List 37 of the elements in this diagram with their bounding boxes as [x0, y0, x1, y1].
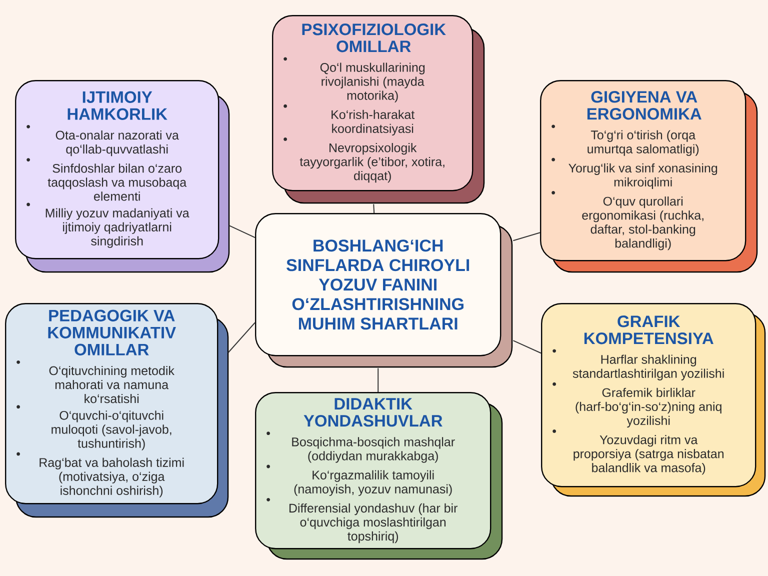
list-item: Qo‘l muskullarining rivojlanishi (mayda motorika) [320, 62, 425, 102]
connector-line [512, 232, 540, 242]
connector-line [512, 340, 542, 354]
list-item: Milliy yozuv madaniyati va ijtimoiy qadriyatlarni singdirish [46, 208, 190, 248]
list-item: Grafemik birliklar (harf-bo‘g‘in-so‘z)ning aniq yozilishi [576, 388, 722, 428]
card [15, 80, 230, 273]
list-item: Nevropsixologik tayyorgarlik (e’tibor, xotira, diqqat) [300, 143, 444, 183]
list-item: Harflar shaklining standartlashtirilgan yozilishi [572, 354, 724, 380]
connector-line [373, 204, 375, 214]
heading: GIGIYENA VA ERGONOMIKA [587, 91, 702, 120]
list-item: Rag‘bat va baholash tizimi (motivatsiya, o‘ziga ishonchni oshirish) [40, 458, 184, 498]
list-item: Yozuvdagi ritm va proporsiya (satrga nisbatan balandlik va masofa) [574, 435, 724, 475]
list-item: Sinfdoshlar bilan o‘zaro taqqoslash va musobaqa elementi [48, 164, 187, 201]
heading: BOSHLANG‘ICH SINFLARDA CHIROYLI YOZUV FANINI O‘ZLASHTIRISHNING MUHIM SHARTLARI [286, 240, 470, 330]
list-item: O‘quv qurollari ergonomikasi (ruchka, daftar, stol-banking balandligi) [582, 196, 704, 250]
list-item: O‘quvchi-o‘qituvchi muloqoti (savol-javob, tushuntirish) [52, 410, 172, 450]
connector-line [378, 368, 379, 392]
list-item: Yorug‘lik va sinf xonasining mikroiqlimi [568, 163, 718, 190]
heading: PEDAGOGIK VA KOMMUNIKATIV OMILLAR [48, 310, 176, 356]
list-item: O‘qituvchining metodik mahorati va namuna ko‘rsatishi [49, 366, 174, 404]
heading: GRAFIK KOMPETENSIYA [584, 316, 714, 344]
list-item: To‘g‘ri o‘tirish (orqa umurtqa salomatligi) [588, 130, 699, 156]
card [540, 80, 758, 273]
connector-line [228, 322, 256, 354]
card [5, 303, 229, 518]
list-item: Bosqichma-bosqich mashqlar (oddiydan murakkabga) [292, 437, 455, 463]
heading: IJTIMOIY HAMKORLIK [68, 91, 168, 120]
list-item: Ota-onalar nazorati va qo‘llab-quvvatlashi [56, 130, 179, 156]
card [255, 392, 503, 560]
list-item: Ko‘rish-harakat koordinatsiyasi [332, 110, 415, 136]
heading: PSIXOFIZIOLOGIK OMILLAR [302, 24, 446, 52]
heading: DIDAKTIK YONDASHUVLAR [304, 398, 442, 427]
card [272, 15, 485, 204]
list-item: Ko‘rgazmalilik tamoyili (namoyish, yozuv namunasi) [294, 470, 452, 496]
card [255, 213, 513, 368]
list-item: Differensial yondashuv (har bir o‘quvchiga moslashtirilgan topshiriq) [289, 503, 458, 544]
card [541, 303, 766, 497]
